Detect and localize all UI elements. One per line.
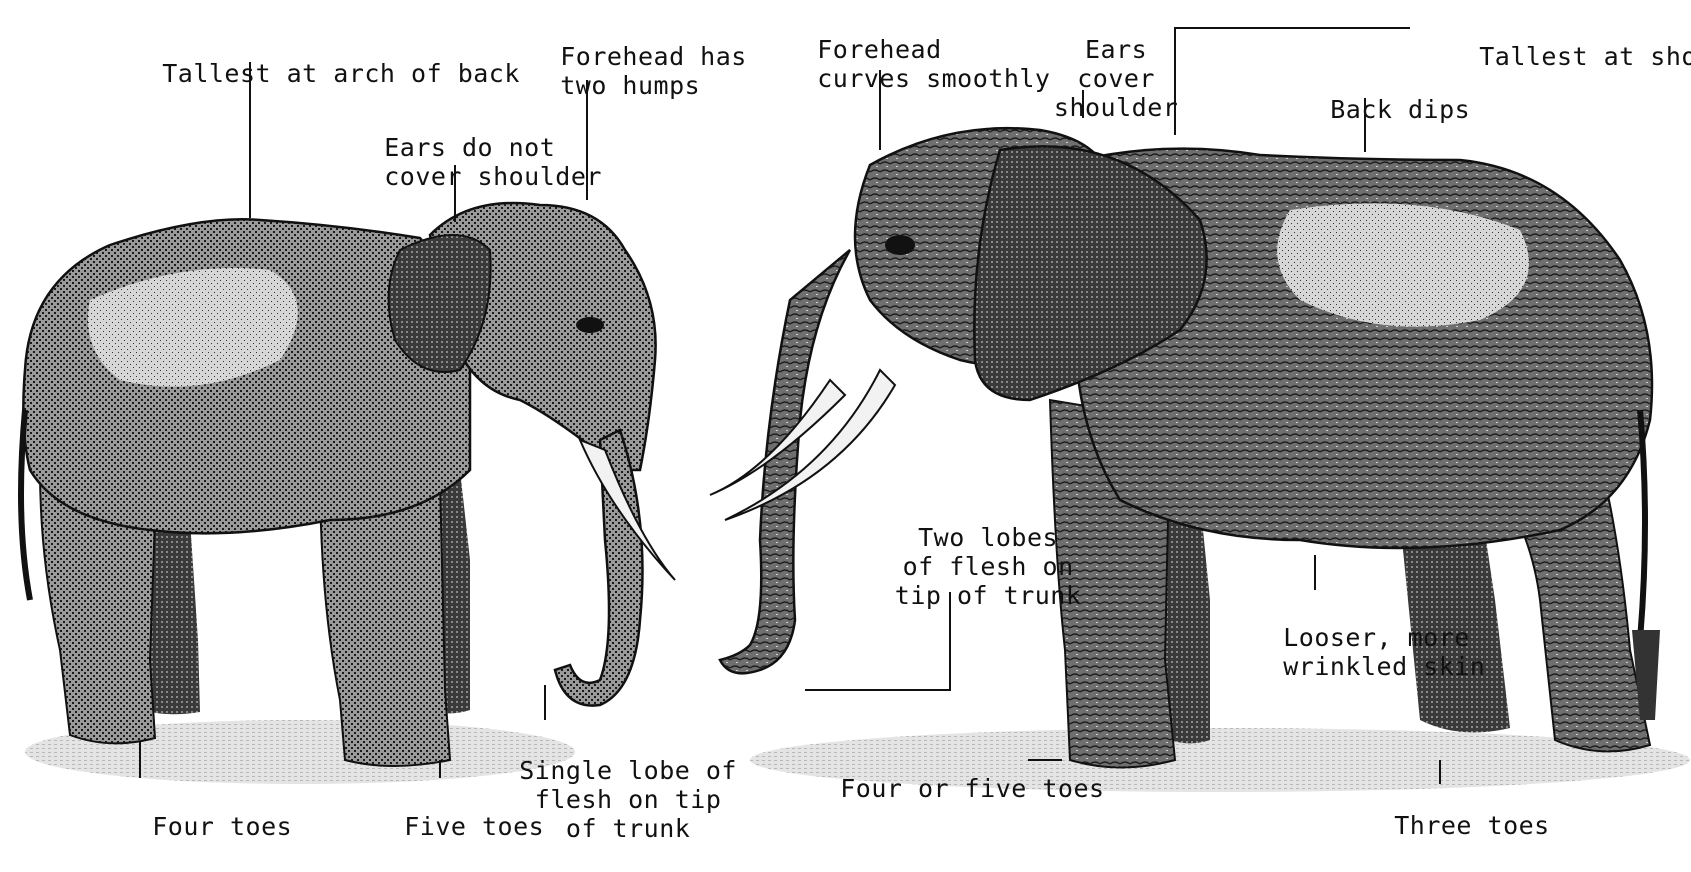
label-line: Single lobe of [519, 756, 737, 785]
elephant-comparison-diagram: Tallest at arch of back Forehead has two… [0, 0, 1691, 814]
label-line: of trunk [566, 814, 690, 843]
label-line: Back dips [1330, 95, 1470, 124]
label-back-dips: Back dips [1268, 66, 1470, 153]
label-line: Four or five toes [840, 774, 1104, 803]
african-eye [885, 235, 915, 255]
label-line: Ears do not [384, 133, 555, 162]
label-line: of flesh on [903, 552, 1074, 581]
label-ears-not-cover: Ears do not cover shoulder [322, 104, 602, 220]
label-looser-skin: Looser, more wrinkled skin [1221, 594, 1485, 710]
label-three-toes: Three toes [1332, 782, 1550, 869]
label-line: Looser, more [1283, 623, 1470, 652]
label-four-toes: Four toes [90, 783, 292, 870]
label-line: Forehead [817, 35, 941, 64]
african-tail [1640, 410, 1645, 640]
label-line: Three toes [1394, 811, 1550, 840]
label-line: shoulder [1054, 93, 1178, 122]
label-line: Tallest at shoulder [1479, 42, 1691, 71]
label-line: Forehead has [560, 42, 747, 71]
label-line: two humps [560, 71, 700, 100]
label-single-lobe: Single lobe of flesh on tip of trunk [457, 727, 737, 872]
asian-eye [576, 317, 604, 333]
label-line: Tallest at arch of back [162, 59, 520, 88]
african-elephant-illustration [710, 128, 1690, 792]
label-line: Two lobes [918, 523, 1058, 552]
label-line: Ears [1085, 35, 1147, 64]
label-line: cover shoulder [384, 162, 602, 191]
label-two-lobes: Two lobes of flesh on tip of trunk [833, 494, 1082, 639]
label-four-five-toes: Four or five toes [778, 745, 1105, 832]
label-line: flesh on tip [535, 785, 722, 814]
label-line: Four toes [152, 812, 292, 841]
label-line: cover [1077, 64, 1155, 93]
asian-elephant-illustration [21, 203, 675, 784]
label-ears-cover: Ears cover shoulder [992, 6, 1179, 151]
label-line: wrinkled skin [1283, 652, 1485, 681]
label-line: tip of trunk [895, 581, 1082, 610]
